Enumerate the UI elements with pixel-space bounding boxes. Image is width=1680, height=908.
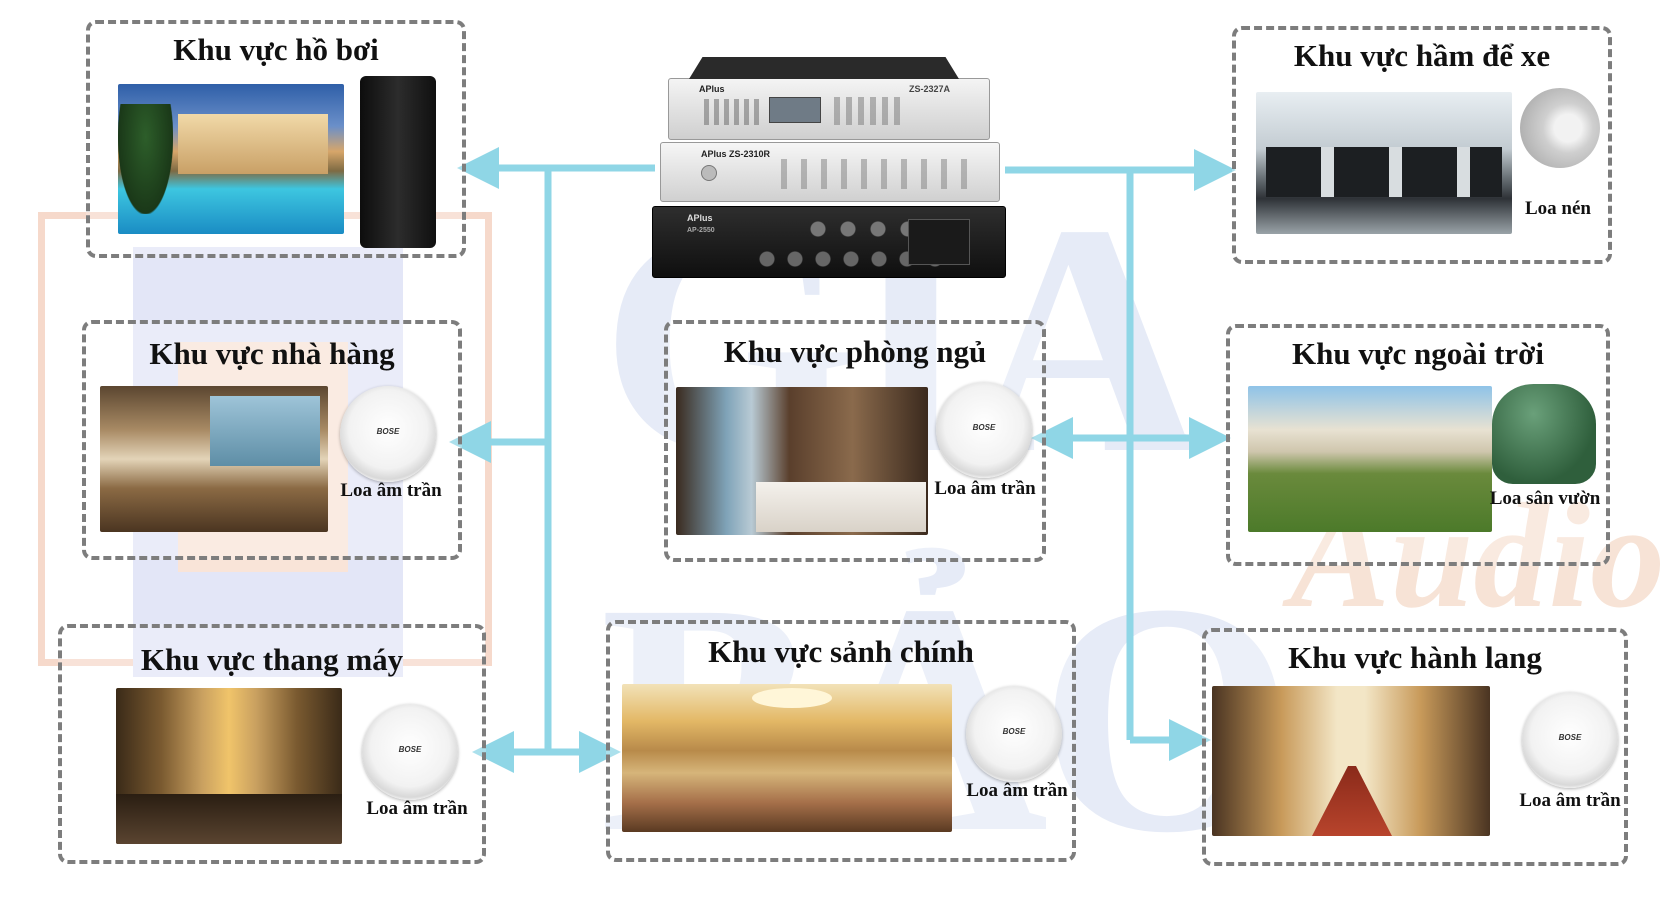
horn-speaker-icon [1520, 88, 1600, 168]
zone-elevator: Khu vực thang máy BOSE Loa âm trần [58, 624, 486, 864]
ceiling-speaker-icon: BOSE [362, 704, 458, 800]
hallway-photo [1212, 686, 1490, 836]
parking-photo [1256, 92, 1512, 234]
zone-pool: Khu vực hồ bơi [86, 20, 466, 258]
speaker-brand: BOSE [1002, 727, 1026, 736]
zone-title: Khu vực nhà hàng [149, 336, 395, 371]
zone-title: Khu vực hầm để xe [1293, 38, 1551, 73]
unit3-brand: APlus [687, 213, 713, 223]
zone-outdoor: Khu vực ngoài trời Loa sân vườn [1226, 324, 1610, 566]
speaker-brand: BOSE [972, 423, 996, 432]
speaker-label: Loa âm trần [934, 478, 1036, 499]
outdoor-photo [1248, 386, 1492, 532]
speaker-brand: BOSE [1558, 733, 1582, 742]
speaker-brand: BOSE [398, 745, 422, 754]
zone-restaurant: Khu vực nhà hàng BOSE Loa âm trần [82, 320, 462, 560]
speaker-label: Loa âm trần [966, 780, 1068, 801]
zone-bedroom: Khu vực phòng ngủ BOSE Loa âm trần [664, 320, 1046, 562]
zone-parking: Khu vực hầm để xe Loa nén [1232, 26, 1612, 264]
speaker-label: Loa âm trần [366, 798, 468, 819]
unit2-brand: APlus ZS-2310R [701, 149, 771, 159]
speaker-label: Loa âm trần [1519, 790, 1621, 811]
column-speaker-icon [360, 76, 436, 248]
zone-title: Khu vực ngoài trời [1292, 336, 1544, 371]
elevator-photo [116, 688, 342, 844]
speaker-brand: BOSE [376, 427, 400, 436]
ceiling-speaker-icon: BOSE [936, 382, 1032, 478]
ceiling-speaker-icon: BOSE [1522, 692, 1618, 788]
lobby-photo [622, 684, 952, 832]
rack-unit-amplifier: APlus AP-2550 [652, 206, 1006, 278]
zone-title: Khu vực sảnh chính [708, 634, 974, 669]
bedroom-photo [676, 387, 928, 535]
rack-unit-zone-selector: APlus ZS-2310R [660, 142, 1000, 202]
zone-title: Khu vực thang máy [140, 642, 404, 677]
rack-unit-paging-controller: APlus ZS-2327A [668, 57, 990, 140]
speaker-label: Loa nén [1525, 198, 1591, 219]
unit1-brand: APlus [699, 84, 725, 94]
zone-title: Khu vực hành lang [1288, 640, 1542, 675]
restaurant-photo [100, 386, 328, 532]
ceiling-speaker-icon: BOSE [340, 386, 436, 482]
unit1-model: ZS-2327A [909, 84, 951, 94]
connection-lines [449, 147, 1236, 773]
zone-title: Khu vực hồ bơi [173, 32, 379, 67]
zone-title: Khu vực phòng ngủ [723, 334, 987, 369]
speaker-label: Loa sân vườn [1489, 488, 1601, 509]
ceiling-speaker-icon: BOSE [966, 686, 1062, 782]
garden-speaker-icon [1492, 384, 1596, 484]
pool-photo [118, 84, 344, 234]
zone-hallway: Khu vực hành lang BOSE Loa âm trần [1202, 628, 1628, 866]
speaker-label: Loa âm trần [340, 480, 442, 501]
zone-lobby: Khu vực sảnh chính BOSE Loa âm trần [606, 620, 1076, 862]
unit3-model: AP-2550 [687, 227, 715, 234]
